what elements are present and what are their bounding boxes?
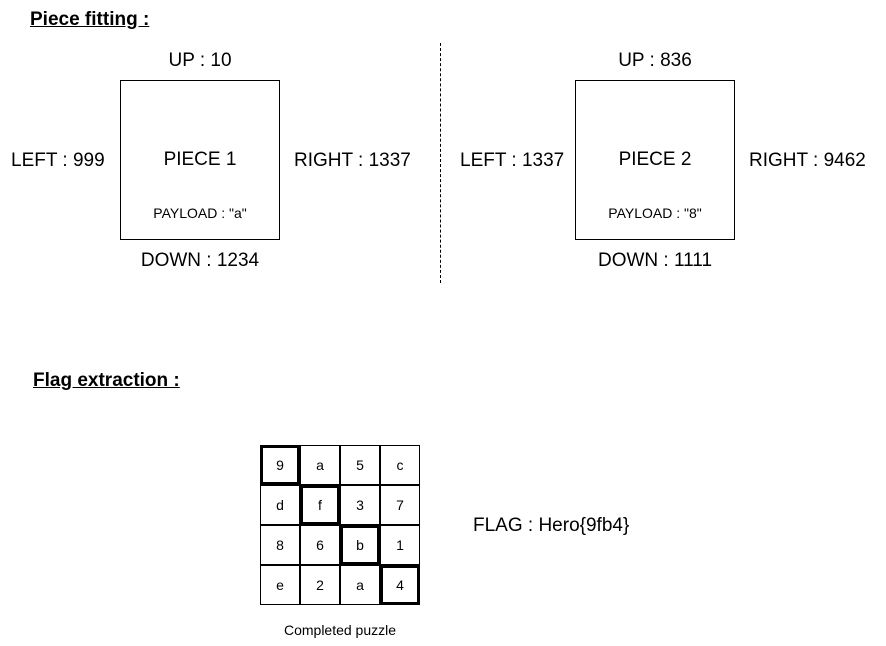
piece-2-up-label: UP : 836 — [618, 50, 692, 71]
piece-1-left-label: LEFT : 999 — [11, 150, 105, 171]
piece-2-down-label: DOWN : 1111 — [597, 250, 713, 271]
piece-1-name: PIECE 1 — [163, 149, 237, 170]
grid-cell: a — [340, 565, 380, 605]
flag-text: FLAG : Hero{9fb4} — [473, 515, 630, 536]
grid-cell: e — [260, 565, 300, 605]
grid-cell: 4 — [380, 565, 420, 605]
grid-cell: 5 — [340, 445, 380, 485]
grid-caption: Completed puzzle — [283, 622, 397, 638]
piece-2-name: PIECE 2 — [618, 149, 692, 170]
piece-1-up-label: UP : 10 — [168, 50, 232, 71]
grid-cell: b — [340, 525, 380, 565]
grid-cell: 8 — [260, 525, 300, 565]
piece-2-right-label: RIGHT : 9462 — [749, 150, 866, 171]
piece-1-right-label: RIGHT : 1337 — [294, 150, 411, 171]
grid-cell: 6 — [300, 525, 340, 565]
piece-2-left-label: LEFT : 1337 — [460, 150, 565, 171]
grid-cell: c — [380, 445, 420, 485]
grid-cell: 1 — [380, 525, 420, 565]
pieces-divider — [440, 43, 441, 283]
flag-extraction-heading: Flag extraction : — [33, 370, 180, 391]
grid-cell: 7 — [380, 485, 420, 525]
grid-cell: a — [300, 445, 340, 485]
grid-cell: d — [260, 485, 300, 525]
piece-fitting-heading: Piece fitting : — [30, 9, 150, 30]
piece-1-payload: PAYLOAD : "a" — [153, 205, 247, 221]
piece-1-down-label: DOWN : 1234 — [140, 250, 260, 271]
piece-2-payload: PAYLOAD : "8" — [608, 205, 702, 221]
piece-2-box: PIECE 2 PAYLOAD : "8" — [575, 80, 735, 240]
grid-cell: 2 — [300, 565, 340, 605]
grid-cell: 3 — [340, 485, 380, 525]
piece-1-box: PIECE 1 PAYLOAD : "a" — [120, 80, 280, 240]
grid-cell: f — [300, 485, 340, 525]
grid-cell: 9 — [260, 445, 300, 485]
